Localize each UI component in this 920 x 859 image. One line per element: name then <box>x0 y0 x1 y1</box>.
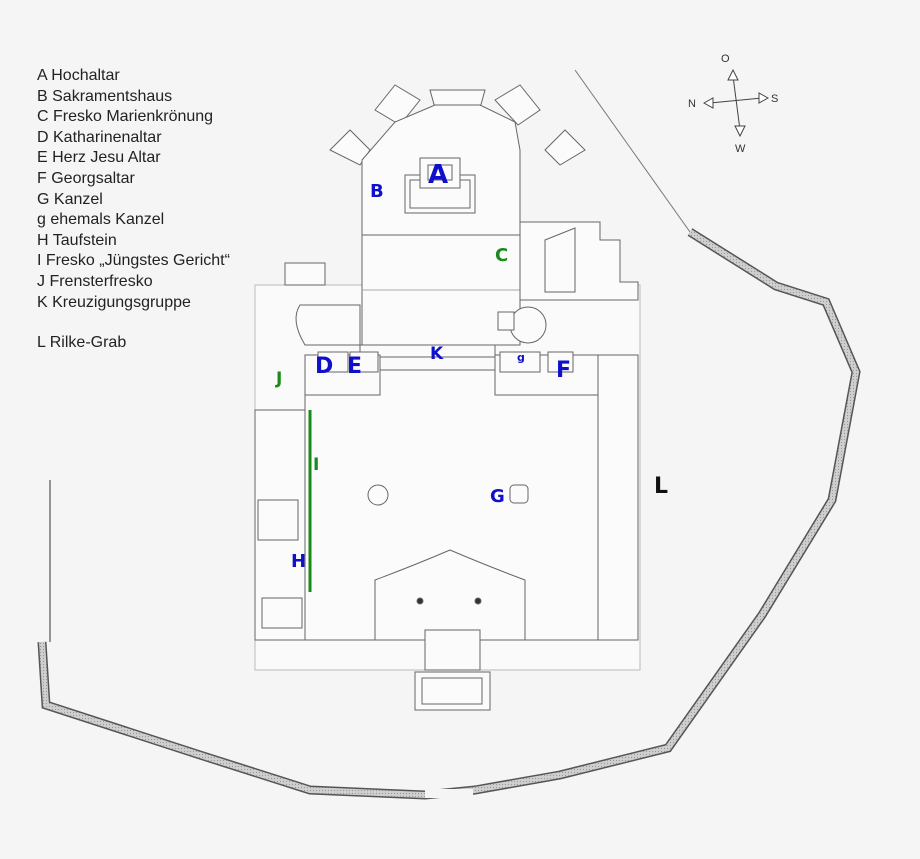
marker-b: B <box>370 181 384 202</box>
marker-l: L <box>654 474 668 499</box>
marker-i: I <box>313 455 319 475</box>
marker-j: J <box>275 369 282 389</box>
marker-g: G <box>490 486 505 507</box>
marker-k: K <box>430 344 444 364</box>
compass-icon <box>702 68 770 138</box>
compass-north: N <box>688 98 696 110</box>
marker-f: F <box>556 358 571 383</box>
legend-item-a: A Hochaltar <box>37 67 120 84</box>
marker-c: C <box>495 245 508 266</box>
compass-south: S <box>771 93 778 105</box>
marker-d: D <box>315 354 333 379</box>
wall-gate <box>425 789 473 798</box>
legend-item-b: B Sakramentshaus <box>37 87 173 105</box>
legend-item-k: K Kreuzigungsgruppe <box>37 293 191 311</box>
legend-item-l: L Rilke-Grab <box>37 334 127 352</box>
wall-line-top <box>574 69 691 233</box>
marker-e: E <box>347 354 362 379</box>
legend: A Hochaltar B Sakramentshaus C Fresko Ma… <box>37 66 230 354</box>
legend-item-f: F Georgsaltar <box>37 169 135 187</box>
legend-item-g: G Kanzel <box>37 190 103 208</box>
marker-g-small: g <box>517 351 525 364</box>
legend-item-c: C Fresko Marienkrönung <box>37 108 214 126</box>
legend-item-i: I Fresko „Jüngstes Gericht“ <box>37 252 230 270</box>
marker-a: A <box>428 160 448 190</box>
legend-item-h: H Taufstein <box>37 231 117 249</box>
legend-item-j: J Frensterfresko <box>37 272 153 290</box>
compass-west: W <box>735 143 746 155</box>
church-outline <box>254 84 641 711</box>
legend-item-g-small: g ehemals Kanzel <box>37 211 165 229</box>
marker-h: H <box>291 551 306 572</box>
compass-east: O <box>721 53 730 65</box>
legend-item-e: E Herz Jesu Altar <box>37 149 161 167</box>
legend-item-d: D Katharinenaltar <box>37 128 162 146</box>
